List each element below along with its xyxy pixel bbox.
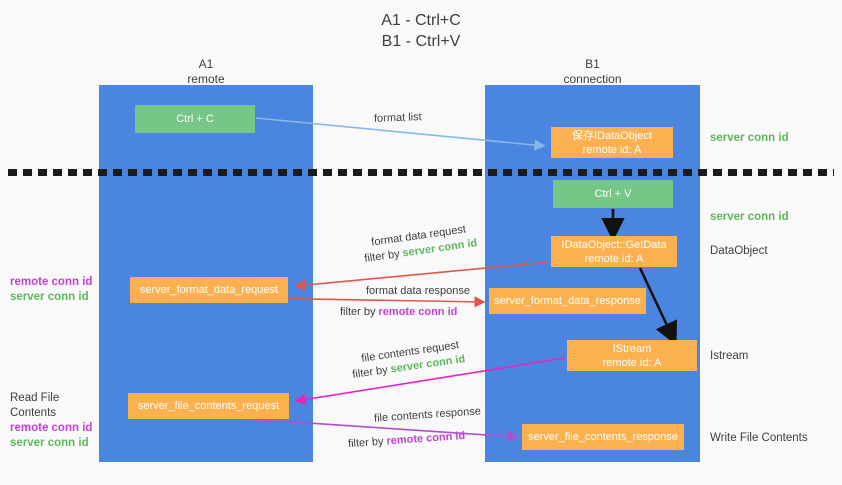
diagram-title: A1 - Ctrl+C B1 - Ctrl+V xyxy=(0,10,842,52)
filter-value-remote-conn-id: remote conn id xyxy=(386,429,466,448)
annotation-istream: Istream xyxy=(710,350,749,362)
annotation-write-file-contents: Write File Contents xyxy=(710,432,808,444)
annotation-server-conn-id: server conn id xyxy=(10,437,89,449)
column-header-b1: B1 connection xyxy=(485,57,700,87)
annotation-server-conn-id: server conn id xyxy=(10,291,89,303)
title-line-1: A1 - Ctrl+C xyxy=(381,12,461,29)
node-save-idataobject-label: 保存IDataObject xyxy=(571,129,653,142)
edge-label-format-list: format list xyxy=(373,111,422,125)
node-idataobject-getdata-sublabel: remote id: A xyxy=(584,252,644,265)
edge-label-format-data-response-filter: filter by remote conn id xyxy=(340,305,457,320)
node-istream[interactable]: IStream remote id: A xyxy=(567,340,697,371)
column-b1-subtitle: connection xyxy=(563,72,622,86)
filter-prefix: filter by xyxy=(363,247,404,265)
edge-label-file-contents-response-filter: filter by remote conn id xyxy=(348,429,466,452)
edge-label-format-data-response: format data response xyxy=(366,285,470,297)
column-a1-name: A1 xyxy=(198,57,214,71)
node-server-file-contents-response[interactable]: server_file_contents_response xyxy=(522,424,684,450)
node-istream-sublabel: remote id: A xyxy=(602,356,662,369)
node-server-format-data-response[interactable]: server_format_data_response xyxy=(489,288,646,314)
node-save-idataobject[interactable]: 保存IDataObject remote id: A xyxy=(551,127,673,158)
node-ctrl-c-label: Ctrl + C xyxy=(176,113,214,125)
filter-prefix: filter by xyxy=(347,435,387,451)
annotation-conn-id-block-2: Read File Contents remote conn id server… xyxy=(10,391,98,451)
node-server-file-contents-request-label: server_file_contents_request xyxy=(137,400,280,412)
annotation-dataobject: DataObject xyxy=(710,245,768,257)
annotation-remote-conn-id: remote conn id xyxy=(10,276,93,288)
node-idataobject-getdata[interactable]: IDataObject::GetData remote id: A xyxy=(551,236,677,267)
node-save-idataobject-sublabel: remote id: A xyxy=(582,143,642,156)
annotation-server-conn-id-mid: server conn id xyxy=(710,211,789,223)
annotation-server-conn-id-top: server conn id xyxy=(710,132,789,144)
column-a1-subtitle: remote xyxy=(187,72,225,86)
node-ctrl-v-label: Ctrl + V xyxy=(594,188,632,200)
filter-value-remote-conn-id: remote conn id xyxy=(378,306,458,318)
node-server-format-data-response-label: server_format_data_response xyxy=(494,295,641,307)
node-server-format-data-request-label: server_format_data_request xyxy=(139,284,279,296)
node-istream-label: IStream xyxy=(612,342,652,355)
node-server-file-contents-request[interactable]: server_file_contents_request xyxy=(128,393,289,419)
node-server-file-contents-response-label: server_file_contents_response xyxy=(528,431,678,443)
annotation-read-file-contents: Read File Contents xyxy=(10,392,60,419)
node-ctrl-v[interactable]: Ctrl + V xyxy=(553,180,673,208)
column-b1-name: B1 xyxy=(585,57,600,71)
annotation-remote-conn-id: remote conn id xyxy=(10,422,93,434)
phase-divider xyxy=(8,169,834,176)
filter-prefix: filter by xyxy=(340,306,379,318)
node-server-format-data-request[interactable]: server_format_data_request xyxy=(130,277,288,303)
node-idataobject-getdata-label: IDataObject::GetData xyxy=(561,238,667,251)
filter-prefix: filter by xyxy=(351,363,392,381)
node-ctrl-c[interactable]: Ctrl + C xyxy=(135,105,255,133)
edge-label-file-contents-response: file contents response xyxy=(373,405,482,425)
annotation-conn-id-block-1: remote conn id server conn id xyxy=(10,275,96,305)
title-line-2: B1 - Ctrl+V xyxy=(381,33,461,50)
column-header-a1: A1 remote xyxy=(99,57,313,87)
